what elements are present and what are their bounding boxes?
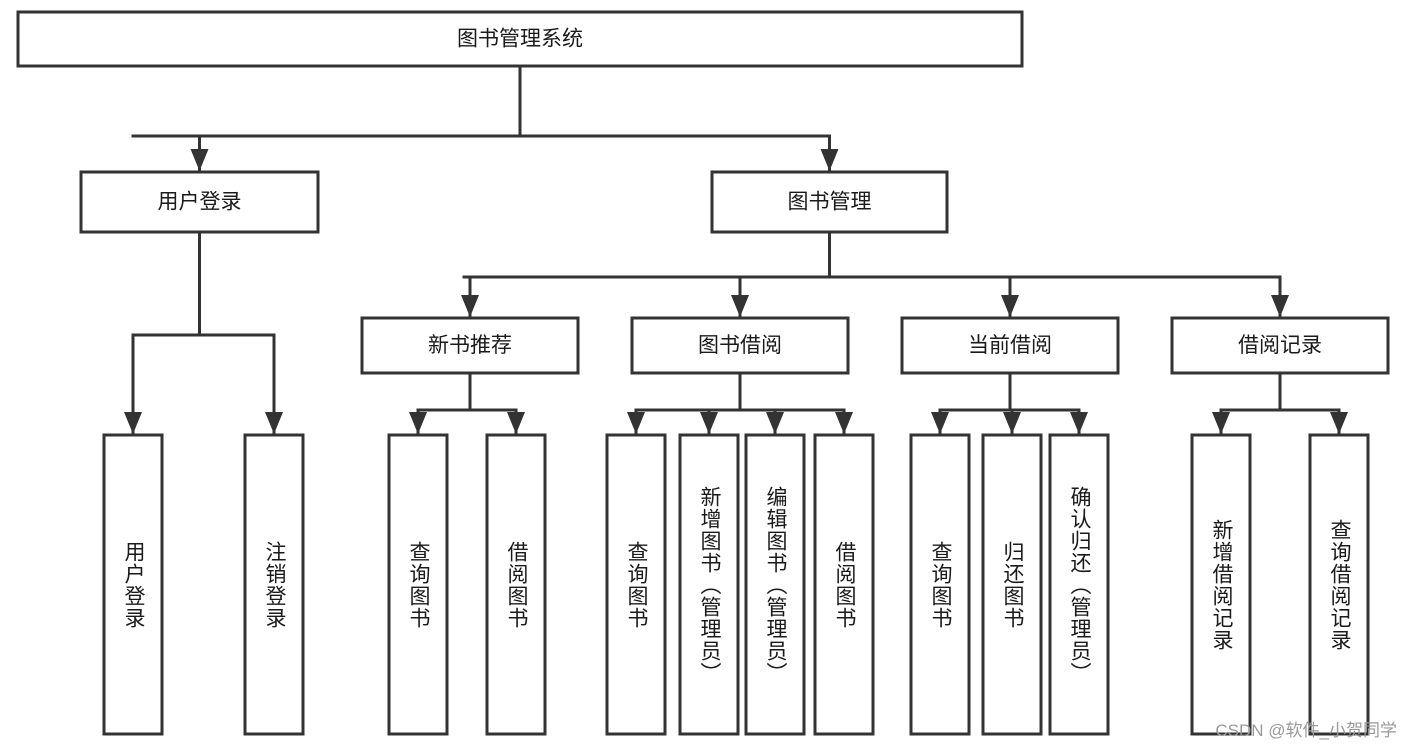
arrow-head-icon xyxy=(461,295,479,317)
level3-node-2-box[interactable] xyxy=(900,316,1120,375)
arrow-head-icon xyxy=(409,412,427,434)
arrow-head-icon xyxy=(700,412,718,434)
leaf-node-11-box[interactable] xyxy=(1190,433,1252,736)
leaf-node-0-box[interactable] xyxy=(102,433,164,736)
arrow-head-icon xyxy=(190,149,209,171)
arrow-head-icon xyxy=(766,412,784,434)
leaf-node-12-box[interactable] xyxy=(1308,433,1370,736)
leaf-node-9-box[interactable] xyxy=(981,433,1043,736)
leaf-node-2-box[interactable] xyxy=(387,433,449,736)
leaf-node-1-box[interactable] xyxy=(243,433,305,736)
leaf-node-4-box[interactable] xyxy=(605,433,667,736)
root-node-label: 图书管理系统 xyxy=(457,28,583,51)
arrow-head-icon xyxy=(731,295,749,317)
level3-node-3-box[interactable] xyxy=(1170,316,1390,375)
leaf-node-10-box[interactable] xyxy=(1048,433,1110,736)
leaf-node-6-box[interactable] xyxy=(744,433,806,736)
level2-node-0-box[interactable] xyxy=(79,170,320,234)
arrow-head-icon xyxy=(1330,412,1348,434)
arrow-head-icon xyxy=(507,412,525,434)
level3-node-0-box[interactable] xyxy=(360,316,580,375)
arrow-head-icon xyxy=(835,412,853,434)
level2-node-1-box[interactable] xyxy=(710,170,949,234)
level3-node-1-box[interactable] xyxy=(630,316,850,375)
arrow-head-icon xyxy=(1271,295,1289,317)
root-node-box[interactable] xyxy=(16,10,1024,68)
leaf-node-5-box[interactable] xyxy=(678,433,740,736)
level3-node-2-label: 当前借阅 xyxy=(968,334,1052,357)
leaf-node-3-box[interactable] xyxy=(485,433,547,736)
arrow-head-icon xyxy=(1001,295,1019,317)
arrow-head-icon xyxy=(1003,412,1021,434)
level3-node-1-label: 图书借阅 xyxy=(698,334,782,357)
level2-node-1-label: 图书管理 xyxy=(788,191,872,214)
arrow-head-icon xyxy=(1070,412,1088,434)
level2-node-0-label: 用户登录 xyxy=(158,191,242,214)
connector-layer xyxy=(124,64,1348,436)
arrow-head-icon xyxy=(820,149,839,171)
watermark-text: CSDN @软件_小贺同学 xyxy=(1215,721,1397,740)
arrow-head-icon xyxy=(265,412,283,434)
arrow-head-icon xyxy=(931,412,949,434)
level3-node-0-label: 新书推荐 xyxy=(428,334,512,357)
node-box-layer xyxy=(16,10,1390,736)
arrow-head-icon xyxy=(1212,412,1230,434)
arrow-head-icon xyxy=(627,412,645,434)
level3-node-3-label: 借阅记录 xyxy=(1238,334,1322,357)
arrow-head-icon xyxy=(124,412,142,434)
leaf-node-7-box[interactable] xyxy=(813,433,875,736)
leaf-node-8-box[interactable] xyxy=(909,433,971,736)
